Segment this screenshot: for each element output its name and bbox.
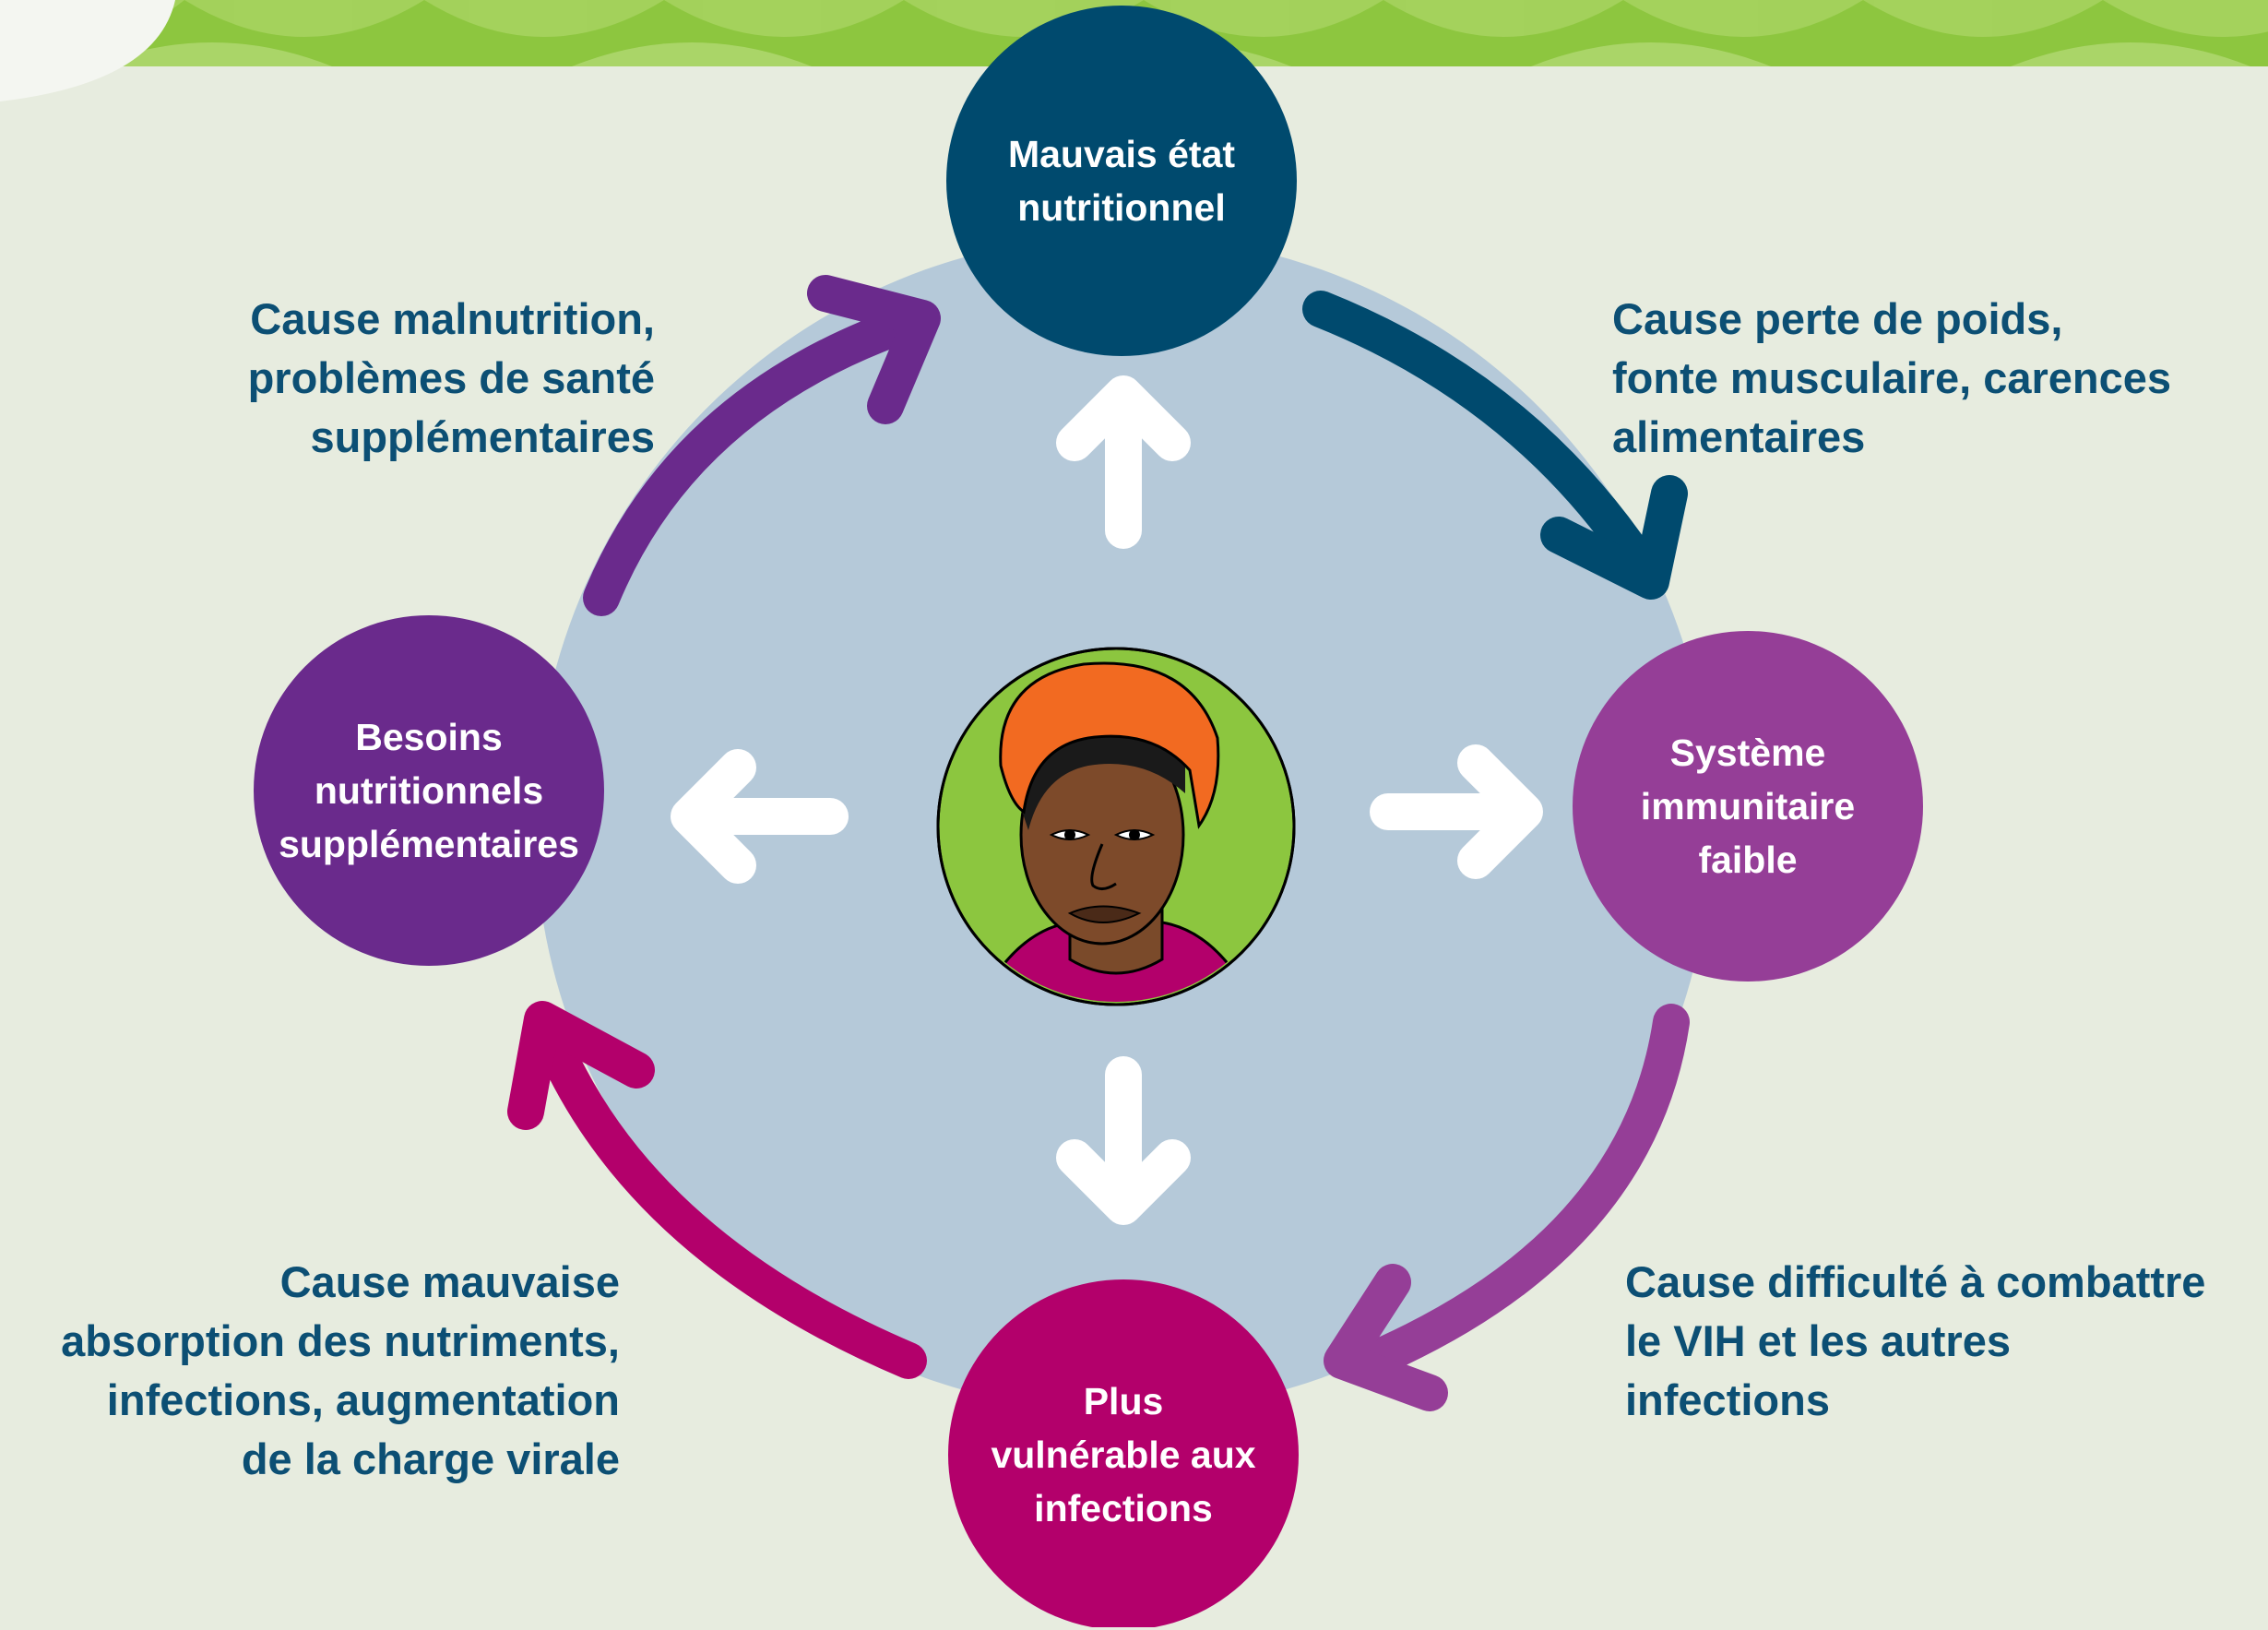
node-mauvais-etat-nutritionnel: Mauvais état nutritionnel	[946, 6, 1297, 356]
node-top-label: Mauvais état nutritionnel	[1007, 133, 1236, 229]
inner-arrows	[671, 375, 1543, 1225]
inner-arrow-down-icon	[1056, 1056, 1191, 1225]
node-bottom-label: Plus vulnérable aux infections	[991, 1380, 1256, 1529]
node-left-label: Besoins nutritionnels supplémentaires	[279, 716, 579, 865]
arrow-top-left	[583, 275, 941, 616]
cause-top-right: Cause perte de poids, fonte musculaire, …	[1612, 294, 2172, 461]
woman-portrait-icon	[936, 647, 1296, 1006]
arrow-top-right	[1302, 291, 1688, 600]
node-right-label: Système immunitaire faible	[1640, 732, 1856, 881]
inner-arrow-left-icon	[671, 749, 849, 884]
node-left-circle	[254, 615, 604, 966]
cause-bottom-left: Cause mauvaise absorption des nutriments…	[61, 1257, 620, 1483]
arrow-bottom-right	[1324, 1004, 1690, 1411]
inner-arrow-up-icon	[1056, 375, 1191, 549]
arrow-bottom-left	[507, 1001, 927, 1379]
cause-top-left: Cause malnutrition, problèmes de santé s…	[247, 294, 655, 461]
node-systeme-immunitaire-faible: Système immunitaire faible	[1573, 631, 1923, 982]
node-plus-vulnerable-aux-infections: Plus vulnérable aux infections	[948, 1279, 1299, 1630]
node-besoins-nutritionnels-supplementaires: Besoins nutritionnels supplémentaires	[254, 615, 604, 966]
node-bottom-circle	[948, 1279, 1299, 1627]
node-top-circle	[946, 6, 1297, 356]
inner-arrow-right-icon	[1370, 744, 1543, 879]
cause-bottom-right: Cause difficulté à combattre le VIH et l…	[1625, 1257, 2206, 1424]
node-right-circle	[1573, 631, 1923, 982]
